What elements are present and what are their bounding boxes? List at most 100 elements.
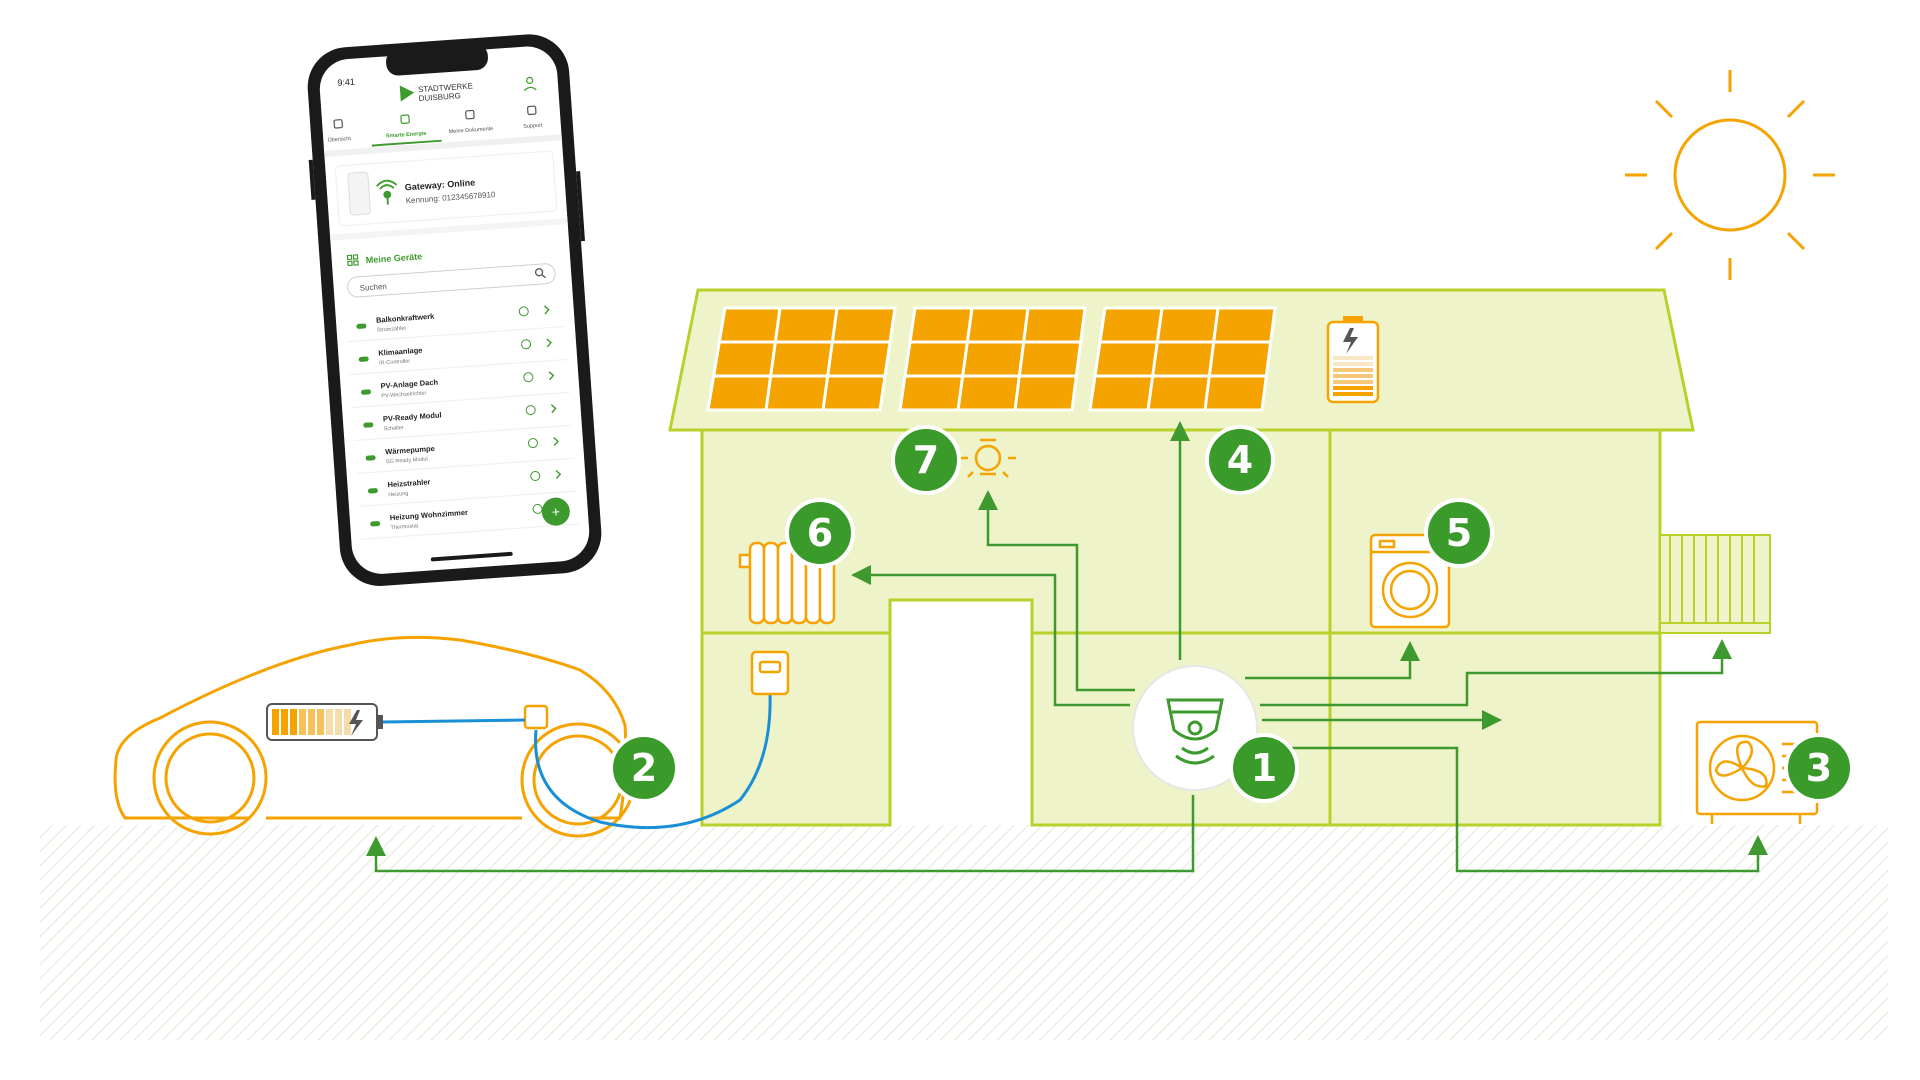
car-battery-bar xyxy=(326,709,333,735)
device-name: Wärmepumpe xyxy=(385,444,435,456)
light-bulb-icon xyxy=(960,438,1016,478)
add-device-button[interactable]: + xyxy=(541,497,571,527)
search-input[interactable]: Suchen xyxy=(347,263,556,298)
profile-icon[interactable] xyxy=(523,76,537,92)
home-battery-bar xyxy=(1333,368,1373,372)
badge-4: 4 xyxy=(1205,425,1275,495)
solar-panel-3 xyxy=(1088,306,1277,412)
device-name: PV-Anlage Dach xyxy=(380,378,438,391)
gateway-card[interactable]: Gateway: Online Kennung: 012345678910 xyxy=(334,150,558,227)
chevron-right-icon[interactable] xyxy=(543,305,550,315)
power-icon[interactable] xyxy=(527,438,538,449)
add-device-label: + xyxy=(551,503,560,520)
badge-5: 5 xyxy=(1424,498,1494,568)
badge-1: 1 xyxy=(1229,733,1299,803)
phone-tab-bar: Übersicht Smarte Energie Meine Dokumente Su… xyxy=(326,105,543,144)
tab-meine-dokumente[interactable]: Meine Dokumente xyxy=(447,109,494,135)
tab-smarte-energie[interactable]: Smarte Energie xyxy=(385,114,427,140)
badge-7: 7 xyxy=(891,425,961,495)
device-type: PV-Wechselrichter xyxy=(381,390,427,399)
home-icon xyxy=(333,119,344,129)
badge-number: 3 xyxy=(1806,746,1832,790)
badge-number: 2 xyxy=(631,746,657,790)
home-battery-icon xyxy=(1326,316,1380,404)
chevron-right-icon[interactable] xyxy=(555,469,562,479)
tab-label: Smarte Energie xyxy=(386,131,427,140)
brand-line1: STADTWERKE xyxy=(418,81,473,94)
electric-car xyxy=(113,635,636,838)
badge-2: 2 xyxy=(609,733,679,803)
ac-icon xyxy=(358,356,369,362)
tab-label: Meine Dokumente xyxy=(449,126,494,135)
home-battery-bar xyxy=(1333,356,1373,360)
power-icon[interactable] xyxy=(530,470,541,481)
home-battery-bar xyxy=(1333,380,1373,384)
device-name: Balkonkraftwerk xyxy=(376,312,436,325)
ground-area xyxy=(40,825,1888,1040)
device-name: Klimaanlage xyxy=(378,346,423,358)
toggle-icon xyxy=(363,422,374,428)
car-battery-bar xyxy=(290,709,297,735)
home-battery-bar xyxy=(1333,362,1373,366)
car-battery-icon xyxy=(266,703,383,741)
device-name: PV-Ready Modul xyxy=(383,410,442,423)
gateway-signal-icon xyxy=(376,179,398,205)
badges: 1 2 3 4 5 6 7 xyxy=(609,425,1854,803)
badge-number: 6 xyxy=(807,511,833,555)
wallbox-icon xyxy=(750,650,790,696)
tab-support[interactable]: Support xyxy=(522,105,543,130)
device-type: Stromzähler xyxy=(377,326,407,334)
washing-machine-icon xyxy=(1369,533,1451,629)
energy-flow-lines xyxy=(366,421,1768,873)
badge-3: 3 xyxy=(1784,733,1854,803)
home-battery-bar xyxy=(1333,386,1373,390)
car-battery-bar xyxy=(344,709,351,735)
car-charge-port xyxy=(523,704,549,730)
car-battery-bar xyxy=(272,709,279,735)
search-placeholder: Suchen xyxy=(359,282,387,293)
chevron-right-icon[interactable] xyxy=(548,371,555,381)
documents-icon xyxy=(465,109,475,120)
power-icon[interactable] xyxy=(532,503,543,514)
device-type: Thermostat xyxy=(390,523,419,531)
chevron-right-icon[interactable] xyxy=(546,338,552,348)
device-name: Heizstrahler xyxy=(387,477,431,489)
badge-number: 1 xyxy=(1251,746,1277,790)
device-type: Schalter xyxy=(383,425,404,432)
devices-grid-icon xyxy=(346,254,359,267)
brand-logo-icon xyxy=(399,85,415,102)
badge-number: 7 xyxy=(913,438,939,482)
power-icon[interactable] xyxy=(525,405,536,416)
energy-icon xyxy=(400,114,410,124)
home-battery-bar xyxy=(1333,392,1373,396)
toggle-icon xyxy=(356,323,367,329)
chevron-right-icon[interactable] xyxy=(553,437,559,447)
car-battery-bar xyxy=(281,709,288,735)
search-icon xyxy=(534,268,546,279)
power-icon[interactable] xyxy=(521,339,532,350)
thermometer-icon xyxy=(370,521,381,527)
badge-number: 4 xyxy=(1227,438,1253,482)
module-icon xyxy=(365,455,376,461)
smartphone: 9:41 STADTWERKE DUISBURG ÜbersichtSmarte… xyxy=(307,34,602,586)
solar-panel-1 xyxy=(706,306,897,412)
power-icon[interactable] xyxy=(523,372,534,383)
badge-number: 5 xyxy=(1446,511,1472,555)
solar-panel-2 xyxy=(898,306,1087,412)
heat-pump-icon xyxy=(1695,720,1819,824)
thermometer-icon xyxy=(367,488,378,494)
solar-icon xyxy=(361,389,372,395)
power-icon[interactable] xyxy=(518,306,529,317)
charging-cable xyxy=(382,692,772,830)
chevron-right-icon[interactable] xyxy=(550,404,557,414)
device-type: SG Ready Modul xyxy=(386,456,428,465)
headset-icon xyxy=(526,105,537,116)
sun-icon xyxy=(1625,70,1835,280)
tab-übersicht[interactable]: Übersicht xyxy=(326,119,352,144)
